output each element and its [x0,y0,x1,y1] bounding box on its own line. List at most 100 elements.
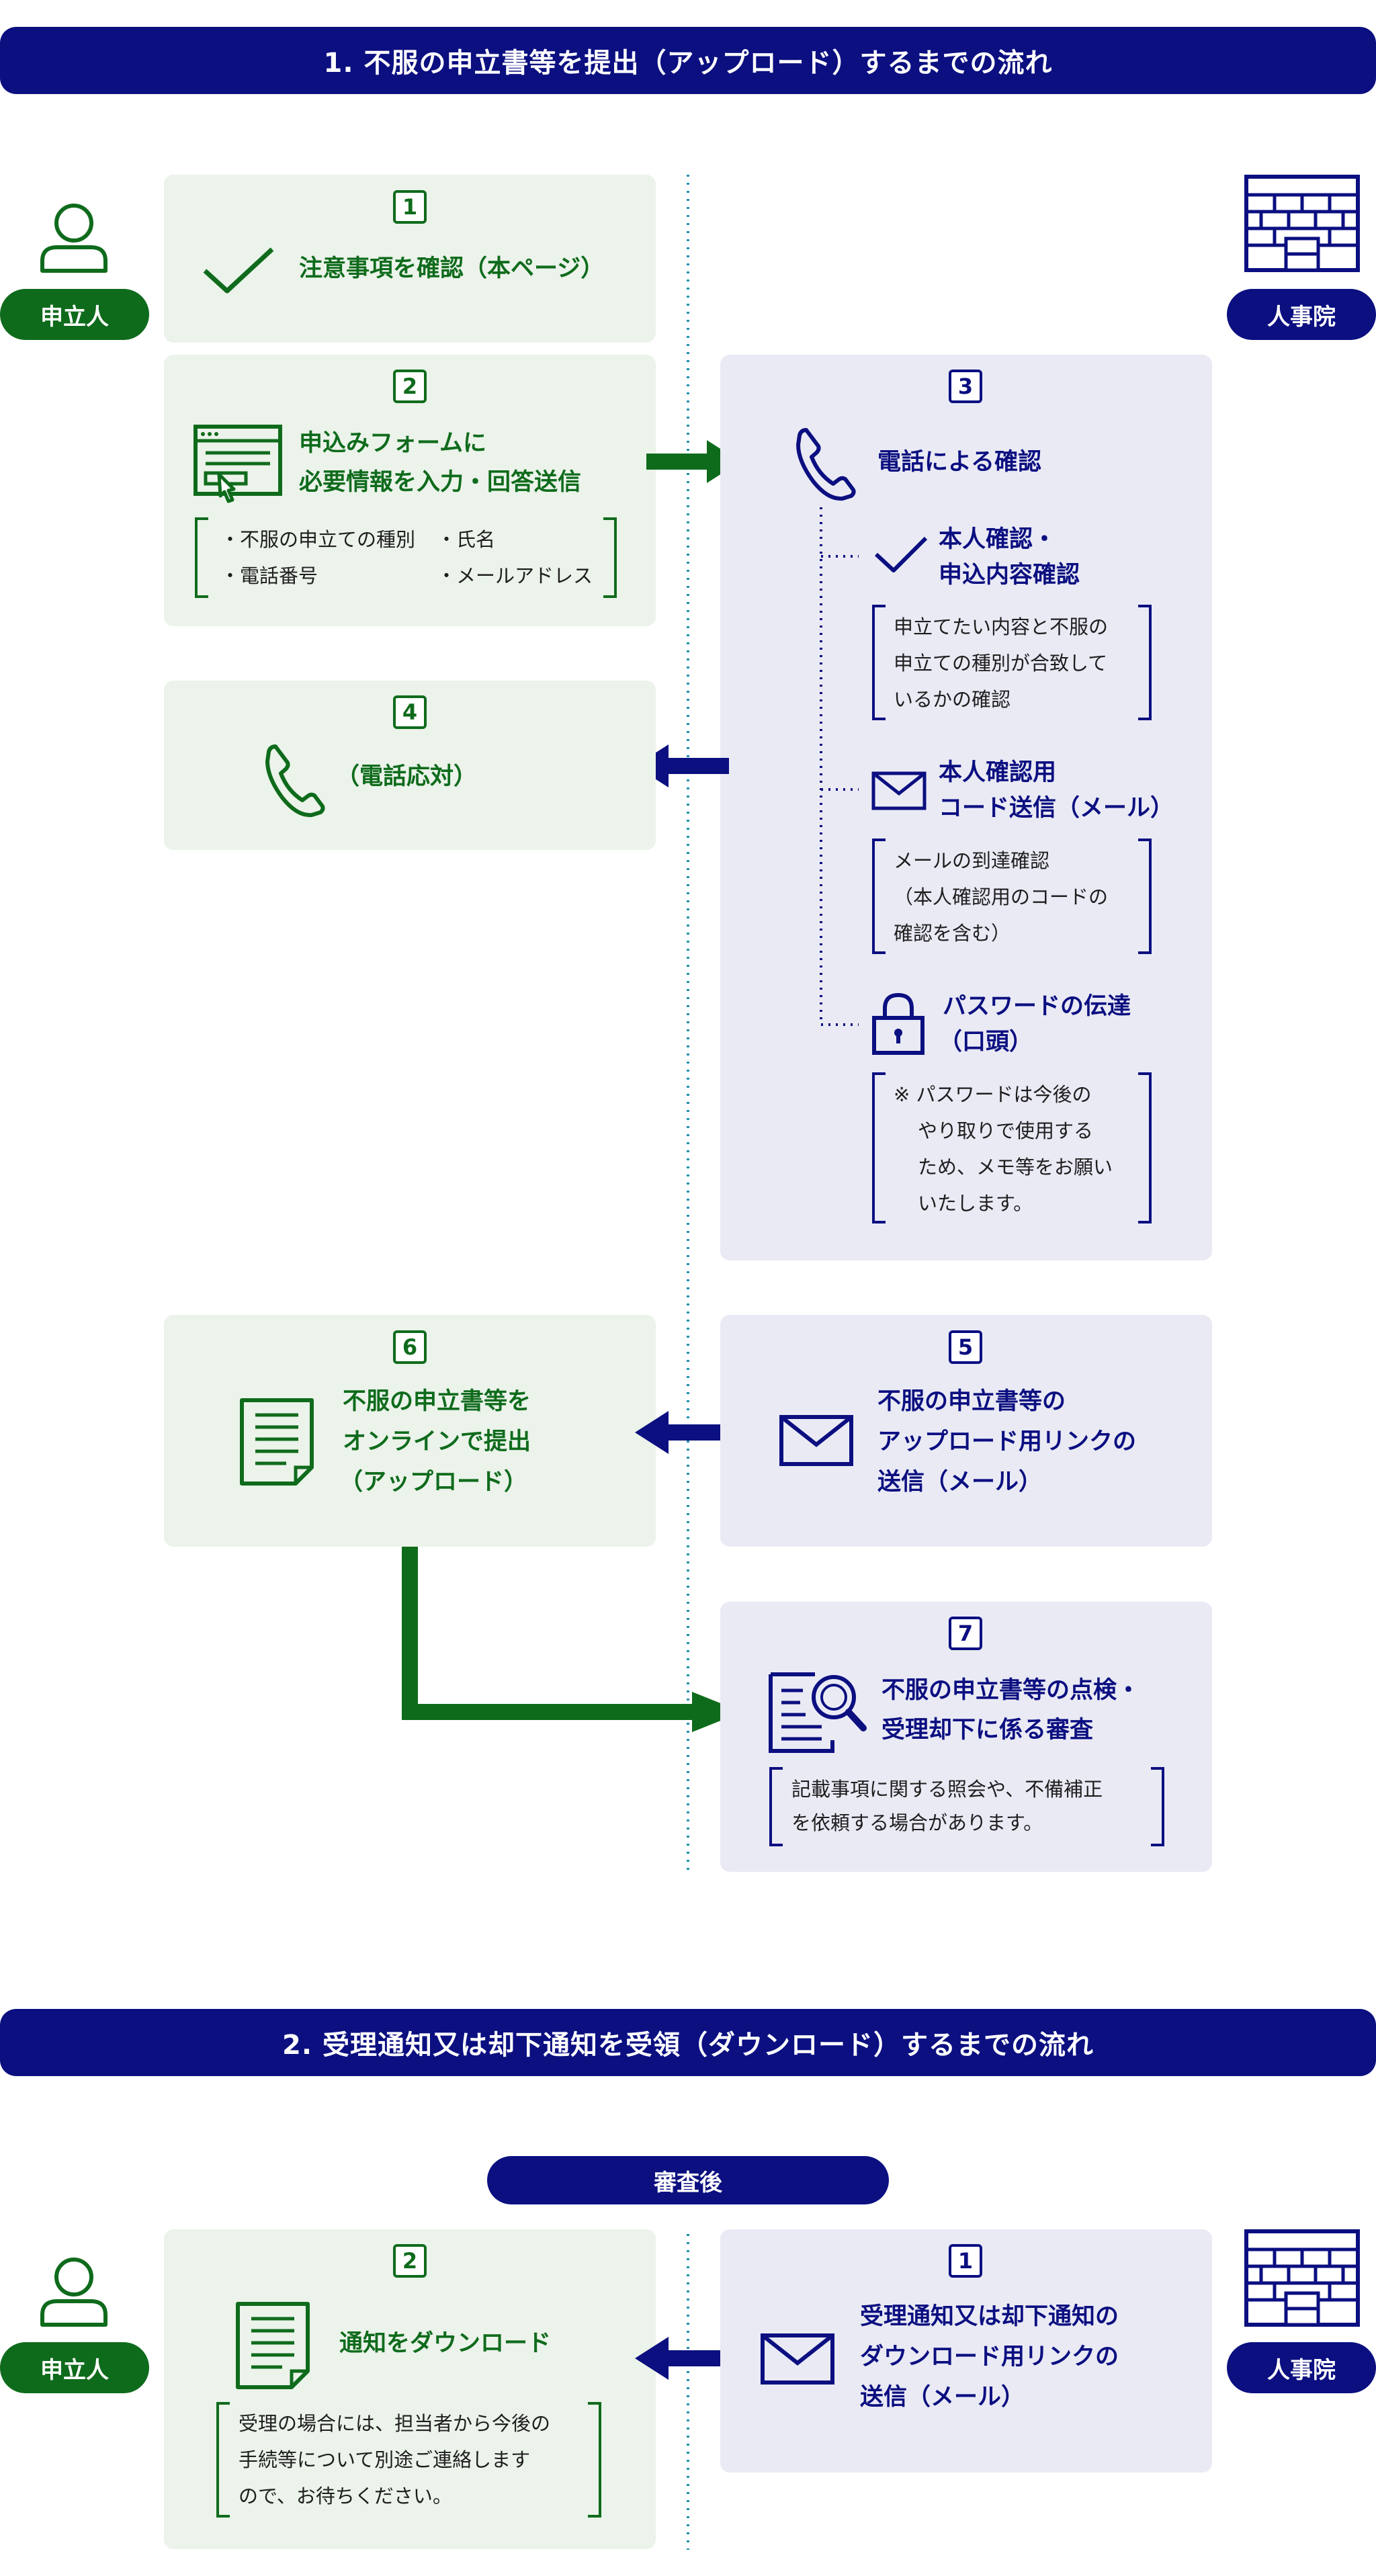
arrow-left-icon [635,1411,729,1454]
step2-line1: 申込みフォームに [299,430,486,457]
phone-icon [265,744,325,818]
step6-line3: （アップロード） [339,1469,528,1496]
step7-line1: 不服の申立書等の点検・ [882,1677,1141,1704]
after-review-label: 審査後 [487,2156,889,2204]
step5-number: 5 [949,1330,982,1364]
check-icon [874,536,928,572]
step6-number: 6 [393,1330,427,1364]
person-icon [40,204,108,273]
document-icon [236,2302,310,2389]
authority-text: 人事院 [1267,2356,1336,2384]
step1-number: 1 [393,190,427,224]
step3-sub2-line2: コード送信（メール） [939,795,1174,822]
s2-step2-note: 受理の場合には、担当者から今後の [239,2412,551,2435]
step5-line3: 送信（メール） [877,1469,1043,1496]
applicant-label: 申立人 [0,2342,149,2393]
s2-step2-note: 手続等について別途ご連絡します [239,2448,531,2471]
s2-step1-line3: 送信（メール） [860,2384,1025,2411]
step3-box [720,355,1212,1260]
form-icon [194,425,282,503]
step3-sub3-line2: （口頭） [939,1029,1033,1056]
step3-sub3-note: いたします。 [918,1192,1033,1215]
step7-note: 記載事項に関する照会や、不備補正 [791,1778,1103,1801]
applicant-label: 申立人 [0,289,149,340]
phone-icon [796,428,856,501]
s2-step2-bracket-right [588,2402,601,2518]
arrow-left-icon [635,2337,729,2380]
s2-step2-number: 2 [393,2244,427,2278]
section2-title-banner: 2. 受理通知又は却下通知を受領（ダウンロード）するまでの流れ [0,2009,1376,2076]
mail-icon [779,1415,853,1466]
step2-bracket-left [195,517,208,598]
person-icon [40,2258,108,2327]
mail-icon [761,2333,834,2385]
s2-step2-text: 通知をダウンロード [339,2330,552,2357]
step2-item: ・不服の申立ての種別 [220,528,416,551]
step3-sub3-note: ※ パスワードは今後の [894,1083,1092,1106]
after-review-text: 審査後 [654,2169,722,2196]
step3-sub2-note: （本人確認用のコードの [894,886,1109,908]
step2-item: ・氏名 [437,528,496,551]
step2-line2: 必要情報を入力・回答送信 [299,469,582,496]
arrow-right-icon [646,440,740,483]
step3-sub3-bracket-left [872,1072,886,1223]
applicant-text: 申立人 [40,303,109,331]
step5-line2: アップロード用リンクの [877,1428,1137,1455]
step2-item: ・電話番号 [220,564,318,587]
building-icon [1244,175,1360,272]
step7-bracket-left [769,1767,783,1846]
building-icon [1244,2229,1360,2327]
s2-step1-number: 1 [949,2244,982,2278]
authority-label: 人事院 [1227,2342,1376,2393]
step3-sub2-note: 確認を含む） [894,922,1011,945]
check-icon [203,247,274,294]
step3-sub3-line1: パスワードの伝達 [943,993,1131,1020]
document-search-icon [769,1672,867,1753]
step6-line1: 不服の申立書等を [343,1388,531,1415]
step3-sub1-bracket-right [1138,605,1152,720]
authority-label: 人事院 [1227,289,1376,340]
step3-sub1-line1: 本人確認・ [939,526,1057,553]
step7-number: 7 [949,1617,982,1650]
step3-sub1-line2: 申込内容確認 [939,562,1080,589]
section1-title: 1. 不服の申立書等を提出（アップロード）するまでの流れ [323,48,1053,79]
step3-sub3-note: やり取りで使用する [918,1119,1094,1142]
step3-sub2-note: メールの到達確認 [894,849,1050,872]
step3-sub1-note: 申立ての種別が合致して [894,652,1108,675]
step3-sub1-note: いるかの確認 [894,688,1011,711]
section2-title: 2. 受理通知又は却下通知を受領（ダウンロード）するまでの流れ [282,2030,1094,2061]
step3-sub3-bracket-right [1138,1072,1152,1223]
step3-sub2-line1: 本人確認用 [939,759,1057,786]
step7-note: を依頼する場合があります。 [791,1811,1043,1834]
step5-line1: 不服の申立書等の [877,1388,1066,1415]
step2-number: 2 [393,370,427,403]
step3-sub1-note: 申立てたい内容と不服の [894,615,1109,638]
mail-icon [871,771,927,810]
step7-bracket-right [1151,1767,1164,1846]
applicant-text: 申立人 [40,2356,109,2384]
step3-title: 電話による確認 [877,449,1041,476]
arrow-left-icon [635,744,729,787]
lock-icon [872,992,924,1055]
s2-step2-bracket-left [216,2402,230,2518]
step3-sub2-bracket-right [1138,839,1152,954]
step3-sub2-bracket-left [872,839,886,954]
document-icon [240,1398,314,1486]
authority-text: 人事院 [1267,303,1336,331]
step3-sub1-bracket-left [872,605,886,720]
step1-text: 注意事項を確認（本ページ） [299,255,605,282]
s2-step1-line2: ダウンロード用リンクの [860,2344,1119,2370]
step2-bracket-right [603,517,617,598]
step7-line2: 受理却下に係る審査 [882,1717,1094,1744]
step4-text: （電話応対） [336,763,478,790]
step4-number: 4 [393,695,427,729]
s2-step2-note: ので、お待ちください。 [239,2485,452,2507]
step6-line2: オンラインで提出 [343,1428,531,1455]
step2-item: ・メールアドレス [437,564,593,587]
step3-sub3-note: ため、メモ等をお願い [918,1156,1113,1178]
section1-title-banner: 1. 不服の申立書等を提出（アップロード）するまでの流れ [0,27,1376,94]
step3-number: 3 [949,370,982,403]
s2-step1-line1: 受理通知又は却下通知の [860,2303,1119,2330]
